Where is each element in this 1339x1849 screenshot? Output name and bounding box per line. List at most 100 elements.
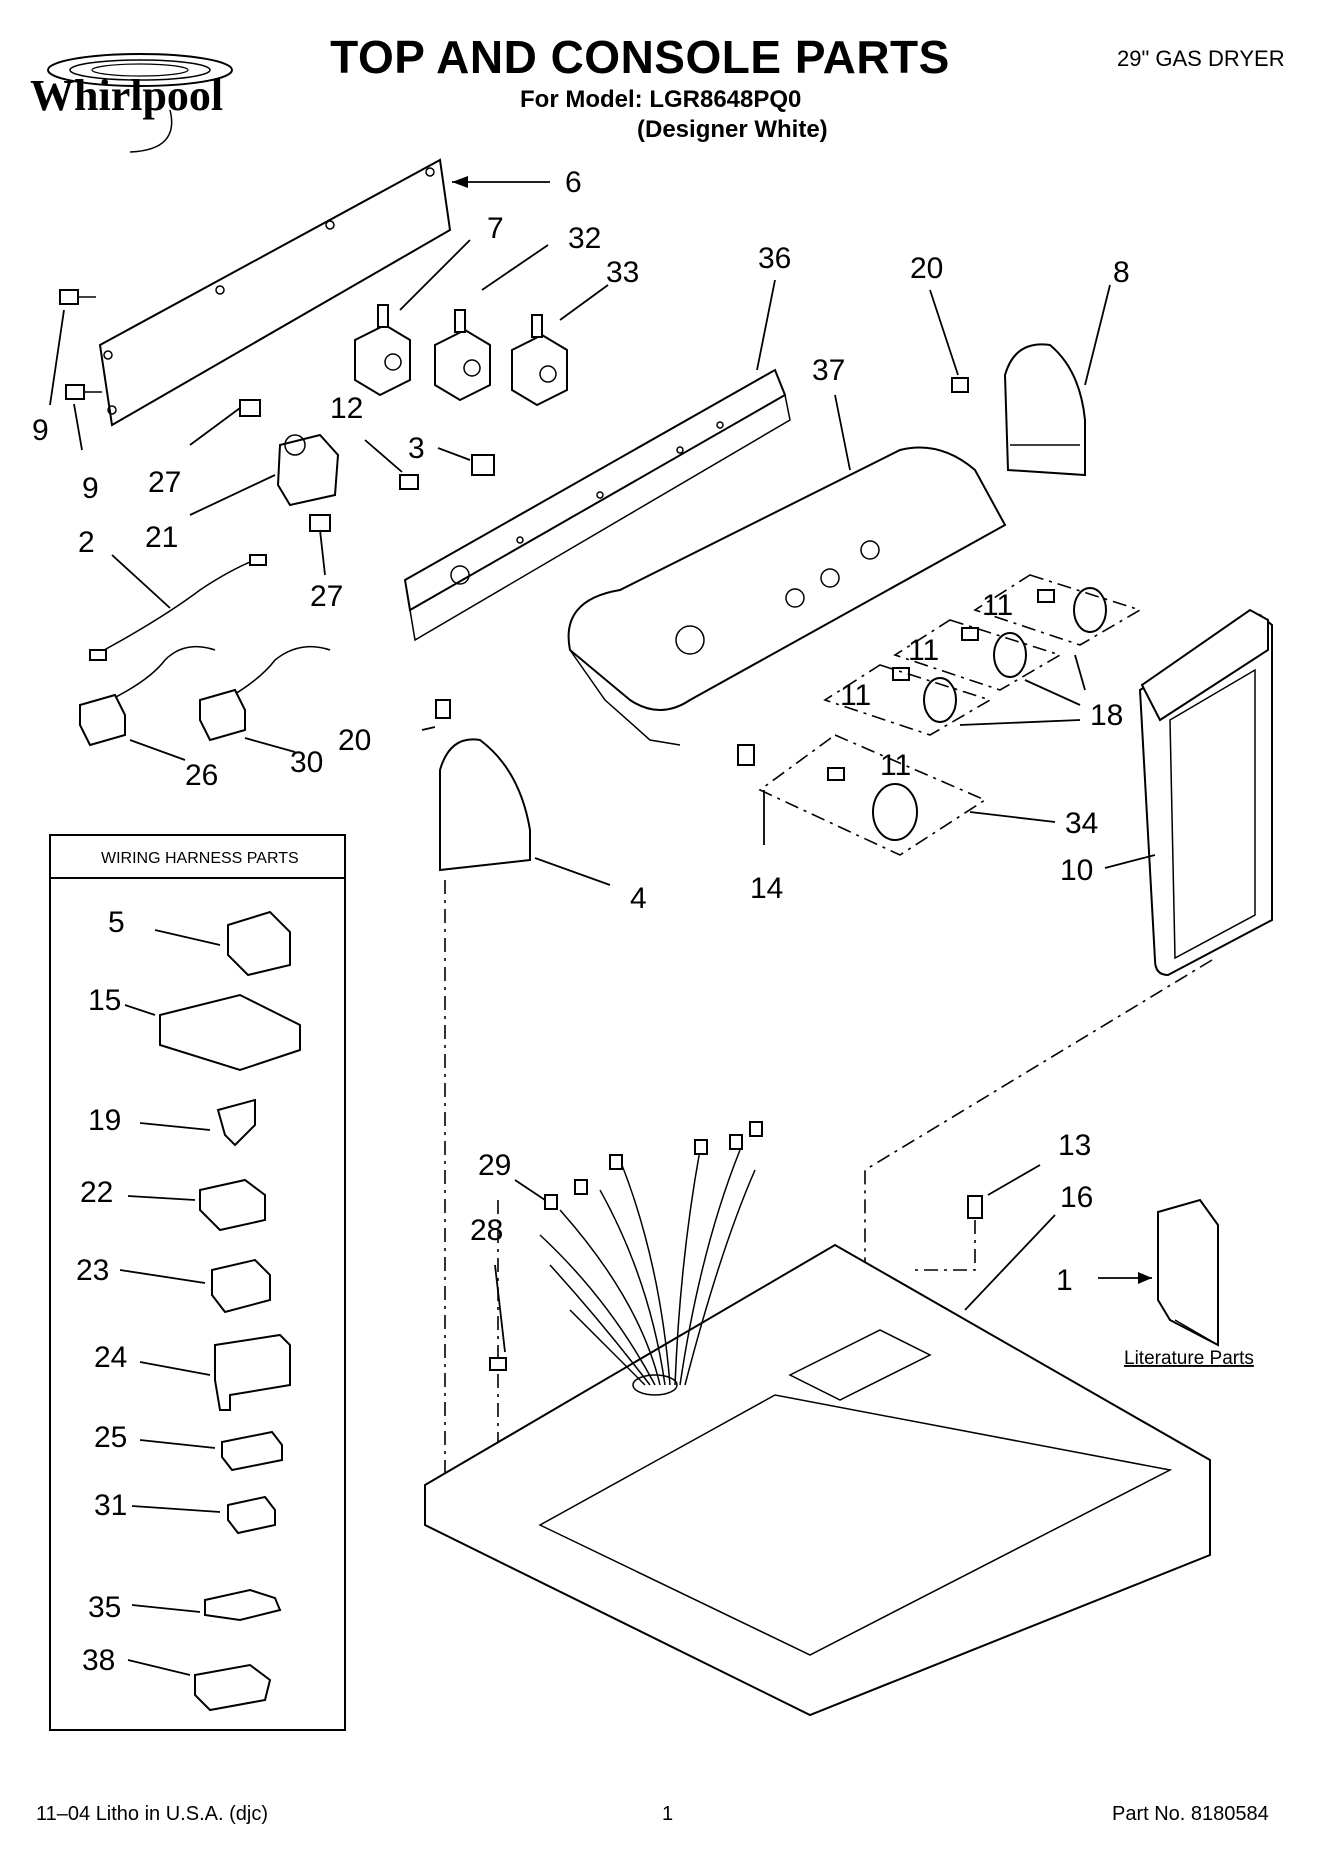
leader-32 [481, 244, 549, 291]
leader-30 [244, 737, 296, 753]
part-2-terminal-b [249, 554, 267, 566]
part-34-knob [872, 783, 918, 841]
callout-11c: 11 [840, 679, 871, 712]
leader-26 [129, 739, 186, 761]
logo-swirl-icon [47, 53, 233, 153]
callout-18: 18 [1090, 699, 1123, 732]
part-2-wire [94, 559, 256, 656]
leader-21 [189, 474, 276, 516]
leader-18c [959, 719, 1081, 726]
dash-frame-knob-34 [758, 734, 987, 856]
callout-13: 13 [1058, 1129, 1091, 1162]
callout-8: 8 [1113, 256, 1130, 289]
part-36-bracket [403, 368, 791, 642]
harness-callout-22: 22 [80, 1176, 113, 1209]
dash-line-screw13 [910, 1220, 976, 1271]
callout-4: 4 [630, 882, 647, 915]
page-title: TOP AND CONSOLE PARTS [330, 31, 950, 83]
part-6-rear-plate [98, 158, 452, 427]
callout-30: 30 [290, 746, 323, 779]
callout-20b: 20 [338, 724, 371, 757]
leader-9a [49, 309, 65, 406]
harness-callout-35: 35 [88, 1591, 121, 1624]
part-20-screw-top [951, 377, 969, 393]
harness-callout-24: 24 [94, 1341, 127, 1374]
callout-28: 28 [470, 1214, 503, 1247]
callout-14: 14 [750, 872, 783, 905]
leader-34 [969, 811, 1056, 823]
leader-4 [534, 857, 611, 886]
footer-litho: 11–04 Litho in U.S.A. (djc) [36, 1803, 268, 1825]
callout-36: 36 [758, 242, 791, 275]
harness-callout-19: 19 [88, 1104, 121, 1137]
part-16-top-panel [424, 1243, 1211, 1717]
part-21-timer [276, 433, 340, 507]
callout-16: 16 [1060, 1181, 1093, 1214]
model-line: For Model: LGR8648PQ0 [520, 86, 802, 113]
color-line: (Designer White) [637, 116, 828, 143]
arrow-6 [452, 176, 468, 188]
product-type: 29" GAS DRYER [1117, 46, 1285, 71]
harness-part-19 [216, 1098, 256, 1147]
harness-callout-25: 25 [94, 1421, 127, 1454]
harness-callout-5: 5 [108, 906, 125, 939]
leader-28 [494, 1264, 506, 1353]
callout-10: 10 [1060, 854, 1093, 887]
part-26-harness [79, 645, 216, 747]
part-1-literature [1157, 1198, 1219, 1347]
callout-27b: 27 [310, 580, 343, 613]
callout-27a: 27 [148, 466, 181, 499]
harness-part-35 [204, 1588, 282, 1622]
leader-2 [111, 554, 171, 609]
part-37-console [567, 446, 1007, 746]
part-7-switch [354, 304, 411, 397]
part-27-screw-b [309, 514, 331, 532]
callout-20a: 20 [910, 252, 943, 285]
part-12-screw [399, 474, 419, 490]
leader-36 [756, 279, 776, 371]
part-30-harness [199, 645, 331, 742]
harness-callout-15: 15 [88, 984, 121, 1017]
harness-callout-23: 23 [76, 1254, 109, 1287]
harness-part-15 [159, 993, 301, 1072]
callout-2: 2 [78, 526, 95, 559]
leader-29 [514, 1179, 546, 1201]
callout-34: 34 [1065, 807, 1098, 840]
harness-part-5 [227, 910, 291, 977]
part-2-terminal-a [89, 649, 107, 661]
literature-label: Literature Parts [1124, 1348, 1254, 1369]
part-20-screw-left [435, 699, 451, 719]
harness-part-38 [194, 1663, 272, 1712]
callout-12: 12 [330, 392, 363, 425]
leader-18b [1024, 679, 1081, 706]
part-27-screw-a [239, 399, 261, 417]
logo-wordmark: Whirlpool [30, 71, 224, 120]
callout-26: 26 [185, 759, 218, 792]
callout-37: 37 [812, 354, 845, 387]
leader-27a [189, 407, 241, 446]
harness-part-25 [221, 1430, 283, 1472]
callout-7: 7 [487, 212, 504, 245]
leader-37 [834, 394, 851, 471]
callout-11b: 11 [908, 634, 939, 667]
callout-9a: 9 [32, 414, 49, 447]
whirlpool-logo [20, 40, 260, 160]
part-10-lint-screen [1138, 608, 1273, 977]
dash-frame-knob-3 [823, 664, 992, 736]
leader-10 [1104, 854, 1156, 869]
callout-32: 32 [568, 222, 601, 255]
leader-12 [364, 439, 403, 473]
leader-13 [987, 1164, 1041, 1196]
callout-11a: 11 [982, 589, 1013, 622]
harness-part-24 [214, 1333, 291, 1411]
wiring-harness-box [49, 834, 346, 1731]
leader-33 [559, 284, 609, 321]
part-28-clip [489, 1357, 507, 1371]
callout-29: 29 [478, 1149, 511, 1182]
leader-9b [73, 403, 83, 451]
harness-part-31 [227, 1495, 276, 1535]
part-14-screw [737, 744, 755, 766]
callout-11d: 11 [880, 749, 911, 782]
callout-33: 33 [606, 256, 639, 289]
